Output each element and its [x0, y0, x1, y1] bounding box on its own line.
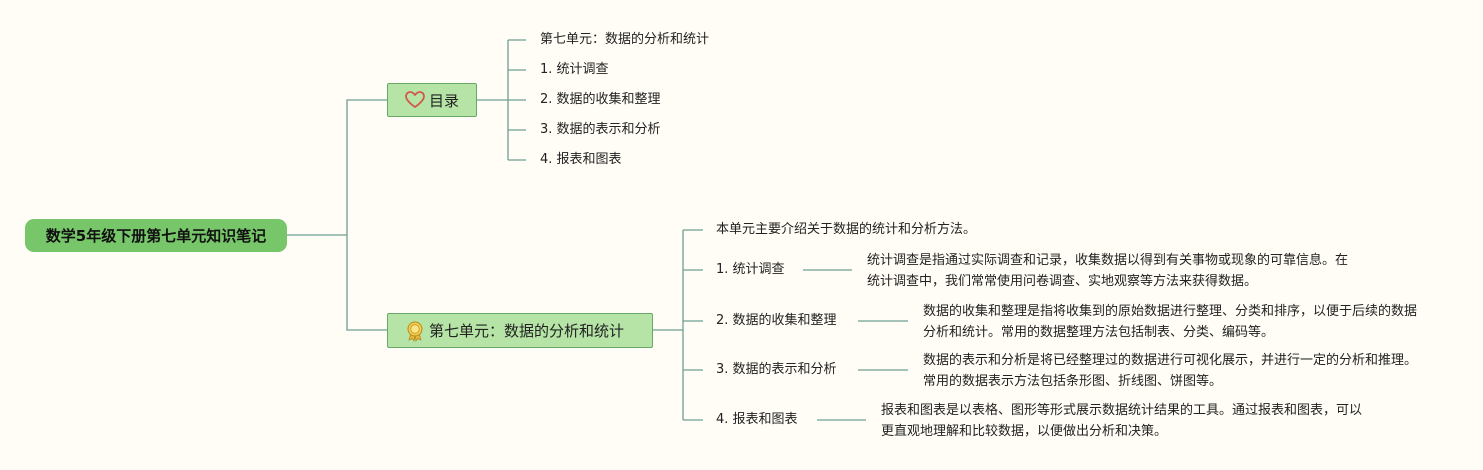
topic-title[interactable]: 4. 报表和图表 — [716, 412, 798, 427]
toc-label: 目录 — [429, 91, 460, 110]
unit-intro[interactable]: 本单元主要介绍关于数据的统计和分析方法。 — [716, 222, 977, 237]
heart-icon — [404, 89, 426, 111]
root-title: 数学5年级下册第七单元知识笔记 — [45, 227, 267, 245]
toc-item[interactable]: 第七单元：数据的分析和统计 — [540, 32, 710, 47]
award-medal-icon — [404, 320, 426, 342]
topic-title[interactable]: 1. 统计调查 — [716, 262, 785, 277]
topic-title[interactable]: 3. 数据的表示和分析 — [716, 362, 837, 377]
unit-label: 第七单元：数据的分析和统计 — [429, 322, 625, 340]
link-root-to-unit — [346, 235, 388, 331]
toc-item[interactable]: 4. 报表和图表 — [540, 152, 622, 167]
topic-description[interactable]: 统计调查是指通过实际调查和记录，收集数据以得到有关事物或现象的可靠信息。在统计调… — [867, 253, 1349, 289]
unit-node[interactable]: 第七单元：数据的分析和统计 — [387, 313, 653, 348]
root-node[interactable]: 数学5年级下册第七单元知识笔记 — [25, 219, 287, 252]
toc-node[interactable]: 目录 — [387, 83, 477, 117]
toc-item[interactable]: 3. 数据的表示和分析 — [540, 122, 661, 137]
topic-description[interactable]: 数据的收集和整理是指将收集到的原始数据进行整理、分类和排序，以便于后续的数据分析… — [923, 304, 1418, 340]
toc-item[interactable]: 2. 数据的收集和整理 — [540, 92, 661, 107]
toc-item[interactable]: 1. 统计调查 — [540, 62, 609, 77]
topic-description[interactable]: 数据的表示和分析是将已经整理过的数据进行可视化展示，并进行一定的分析和推理。常用… — [923, 353, 1418, 389]
topic-description[interactable]: 报表和图表是以表格、图形等形式展示数据统计结果的工具。通过报表和图表，可以更直观… — [881, 403, 1363, 439]
topic-title[interactable]: 2. 数据的收集和整理 — [716, 313, 837, 328]
link-root-to-toc — [346, 99, 388, 235]
